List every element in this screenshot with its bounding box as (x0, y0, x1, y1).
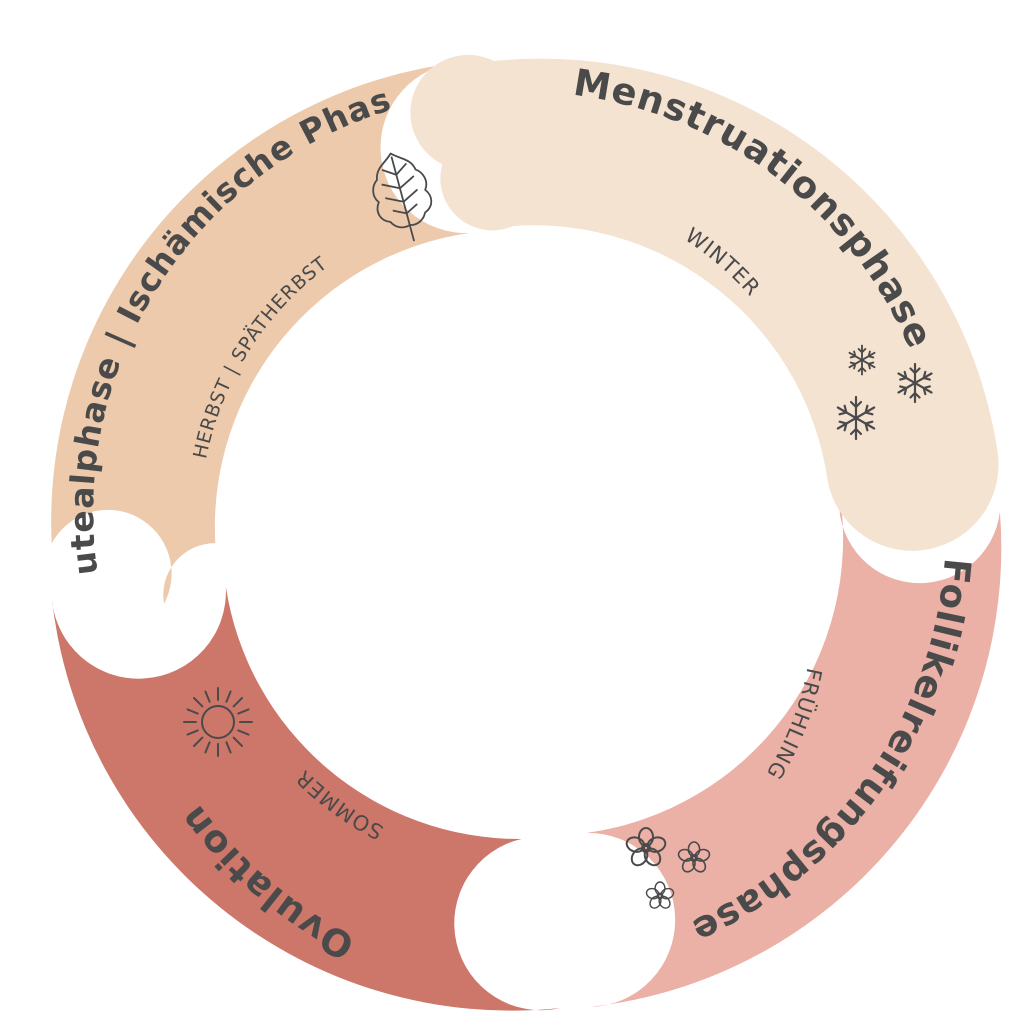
segment-menstruation (410, 54, 999, 551)
segment-luteal (51, 62, 471, 604)
flower-icon (645, 881, 675, 909)
snowflake-icons (836, 344, 933, 441)
flower-icon (625, 827, 667, 867)
segment-ovulation (51, 586, 561, 1011)
snowflake-icon (848, 344, 876, 376)
sun-icon (183, 687, 253, 757)
segment-follicular (586, 493, 1002, 1007)
flower-icons (625, 827, 711, 909)
leaf-icon (372, 152, 433, 242)
flower-icon (677, 841, 711, 873)
snowflake-icon (836, 395, 876, 441)
snowflake-icon (897, 362, 933, 404)
